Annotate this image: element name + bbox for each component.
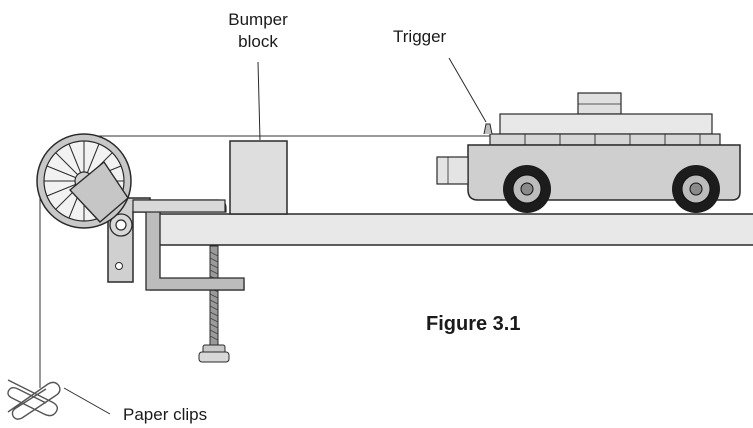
pulley <box>36 133 132 229</box>
paper-clips <box>7 379 61 420</box>
clips-pointer <box>63 387 111 415</box>
clamp-screw <box>198 245 230 363</box>
bumper-pointer <box>257 61 261 141</box>
cart-wheel-left <box>503 165 551 213</box>
bumper-label-line1: Bumper <box>228 10 288 29</box>
bumper-block <box>229 140 288 215</box>
paper-clips-label: Paper clips <box>123 405 208 424</box>
bumper-label-line2: block <box>238 32 278 51</box>
trigger-label: Trigger <box>393 27 447 46</box>
figure-caption: Figure 3.1 <box>426 313 521 335</box>
cart-wheel-right <box>672 165 720 213</box>
trigger-pointer <box>448 57 487 123</box>
track <box>149 213 753 246</box>
bumper-block-label: Bumper block <box>218 9 298 53</box>
trigger <box>483 123 493 135</box>
c-clamp <box>107 197 245 291</box>
